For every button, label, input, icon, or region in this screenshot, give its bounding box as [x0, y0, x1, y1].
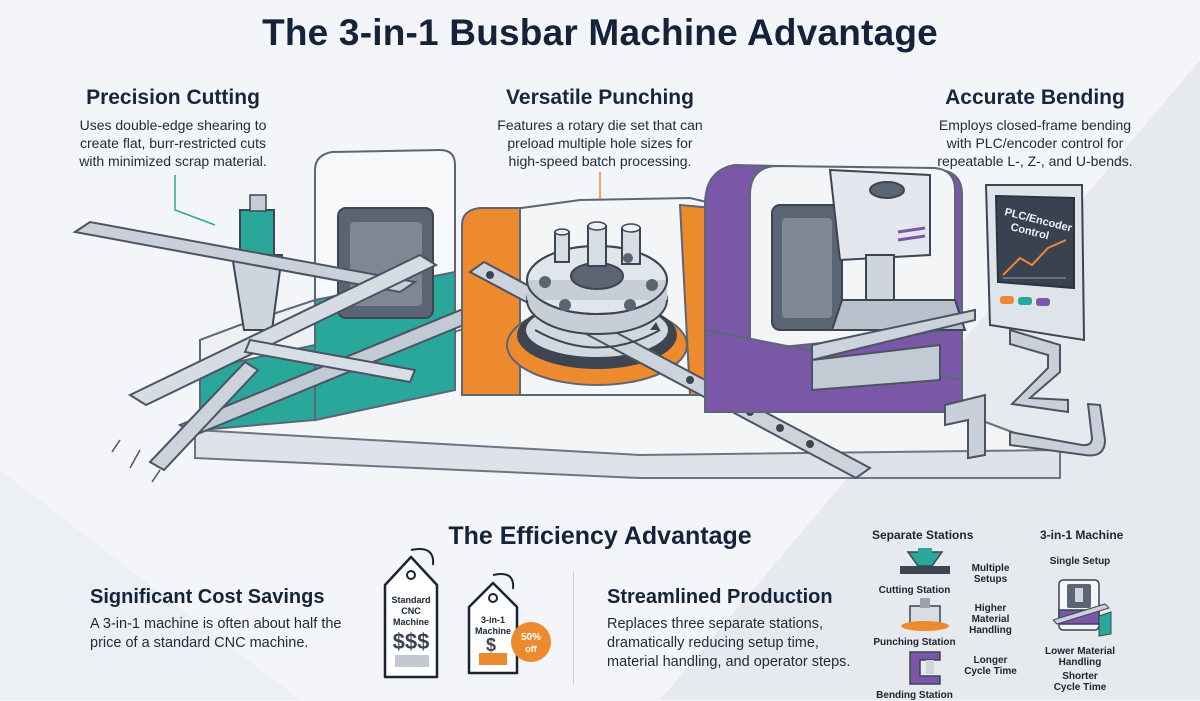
desc-line: with PLC/encoder control for [946, 135, 1124, 151]
discount-percent: 50% [521, 632, 541, 643]
feature-bending-desc: Employs closed-frame bending with PLC/en… [905, 116, 1165, 170]
standard-tag-line2: CNC [401, 606, 421, 616]
cutting-station-icon [900, 548, 950, 574]
desc-line: Employs closed-frame bending [938, 117, 1132, 133]
feature-cutting: Precision Cutting Uses double-edge shear… [58, 86, 288, 170]
bent-busbar-parts [944, 328, 1107, 460]
separate-point-cycle: Longer Cycle Time [958, 655, 1023, 677]
separate-stations-icons [900, 548, 950, 685]
bending-station-module [704, 163, 976, 413]
busbar-stock [72, 220, 503, 472]
feature-punching-title: Versatile Punching [506, 86, 694, 109]
feature-punching: Versatile Punching Features a rotary die… [470, 86, 730, 170]
point-line: Cycle Time [1053, 682, 1107, 693]
3in1-machine-icon [1053, 579, 1112, 637]
price-tags: Standard CNC Machine $$$ 3-in-1 Machine … [383, 548, 551, 679]
desc-line: repeatable L-, Z-, and U-bends. [937, 153, 1133, 169]
point-line: Higher [974, 603, 1007, 614]
station-label-cutting: Cutting Station [878, 585, 951, 596]
rotary-die-turret [526, 221, 668, 349]
streamlined-production-block: Streamlined Production Replaces three se… [607, 586, 867, 672]
point-line: Material [971, 614, 1010, 625]
3in1-tag-price: $ [486, 635, 496, 655]
standard-tag-line3: Machine [393, 617, 429, 627]
cost-savings-desc: A 3-in-1 machine is often about half the… [90, 615, 380, 653]
3in1-tag-line2: Machine [475, 626, 511, 636]
feature-cutting-desc: Uses double-edge shearing to create flat… [58, 116, 288, 170]
3in1-machine-title: 3-in-1 Machine [1040, 528, 1124, 542]
machine-point-cycle: Shorter Cycle Time [1040, 671, 1120, 693]
feature-bending-title: Accurate Bending [945, 86, 1125, 109]
point-line: Multiple [971, 563, 1010, 574]
scrap-chips [111, 439, 161, 483]
3in1-price-tag: 3-in-1 Machine $ [467, 573, 519, 675]
cutting-leader-line [174, 175, 216, 226]
desc-line: Features a rotary die set that can [497, 117, 703, 133]
machine-point-setup: Single Setup [1049, 556, 1111, 567]
desc-line: create flat, burr-restricted cuts [80, 135, 266, 151]
feature-bending: Accurate Bending Employs closed-frame be… [905, 86, 1165, 170]
point-line: Shorter [1062, 671, 1098, 682]
feature-cutting-title: Precision Cutting [86, 86, 260, 109]
station-label-bending: Bending Station [876, 690, 953, 701]
standard-tag-line1: Standard [391, 595, 430, 605]
standard-cnc-price-tag: Standard CNC Machine $$$ [383, 548, 439, 679]
cost-savings-block: Significant Cost Savings A 3-in-1 machin… [90, 586, 380, 653]
efficiency-title: The Efficiency Advantage [448, 522, 752, 550]
point-line: Longer [973, 655, 1008, 666]
desc-line: Replaces three separate stations, [607, 616, 824, 632]
point-line: Setups [973, 574, 1008, 585]
separate-stations-title: Separate Stations [872, 528, 974, 542]
station-label-punching: Punching Station [873, 637, 956, 648]
feature-punching-desc: Features a rotary die set that can prelo… [470, 116, 730, 170]
page-title: The 3-in-1 Busbar Machine Advantage [262, 12, 938, 53]
bending-station-icon [909, 651, 941, 685]
point-line: Lower Material [1044, 646, 1116, 657]
discount-off: off [525, 644, 537, 654]
desc-line: high-speed batch processing. [508, 153, 692, 169]
desc-line: Uses double-edge shearing to [79, 117, 267, 133]
production-desc: Replaces three separate stations, dramat… [607, 615, 867, 672]
section-divider [573, 572, 574, 684]
desc-line: with minimized scrap material. [79, 153, 267, 169]
point-line: Cycle Time [964, 666, 1017, 677]
plc-control-panel [984, 184, 1086, 342]
desc-line: price of a standard CNC machine. [90, 635, 309, 651]
discount-badge: 50% off [511, 622, 551, 662]
machine-point-handling: Lower Material Handling [1035, 646, 1125, 668]
separate-point-handling: Higher Material Handling [958, 603, 1023, 636]
punching-station-icon [901, 598, 949, 631]
standard-tag-price: $$$ [393, 629, 430, 654]
desc-line: material handling, and operator steps. [607, 654, 851, 670]
busbar-machine-illustration: PLC/Encoder Control [72, 148, 1107, 483]
3in1-tag-line1: 3-in-1 [481, 615, 505, 625]
cost-savings-title: Significant Cost Savings [90, 586, 325, 608]
desc-line: preload multiple hole sizes for [507, 135, 693, 151]
production-title: Streamlined Production [607, 586, 833, 608]
desc-line: dramatically reducing setup time, [607, 635, 819, 651]
desc-line: A 3-in-1 machine is often about half the [90, 616, 342, 632]
separate-point-setups: Multiple Setups [958, 563, 1023, 585]
point-line: Handling [1058, 657, 1102, 668]
point-line: Handling [969, 625, 1012, 636]
